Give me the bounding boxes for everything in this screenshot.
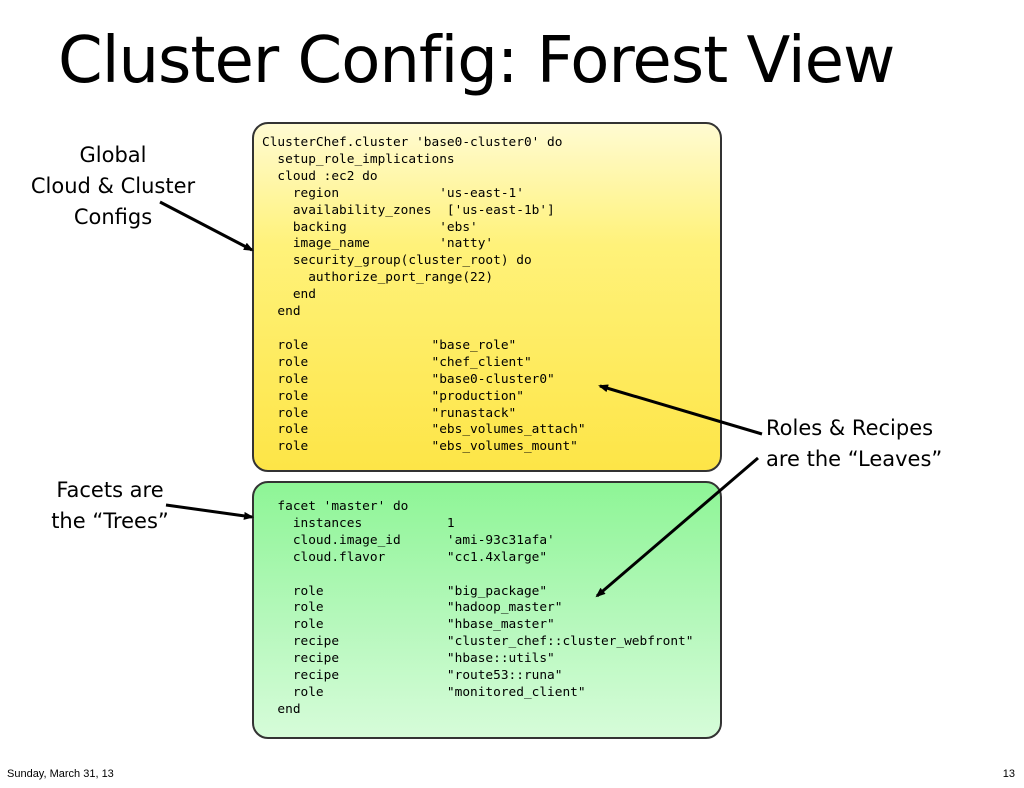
arrow-facets-to-facet: [165, 503, 254, 520]
facets-label-line-2: the “Trees”: [51, 509, 169, 533]
global-label-line-2: Cloud & Cluster: [30, 174, 196, 198]
global-label-line-3: Configs: [73, 205, 153, 229]
cluster-config-box: ClusterChef.cluster 'base0-cluster0' do …: [252, 122, 722, 472]
footer-date: Sunday, March 31, 13: [7, 768, 114, 780]
roles-leaves-label: Roles & Recipes are the “Leaves”: [766, 413, 942, 475]
footer-page-number: 13: [1002, 768, 1015, 780]
cluster-code-block: ClusterChef.cluster 'base0-cluster0' do …: [262, 135, 586, 455]
arrow-leaves-to-facet-roles: [595, 456, 759, 598]
arrow-roles-to-cluster-roles: [598, 384, 763, 436]
global-configs-label: Global Cloud & Cluster Configs: [18, 140, 208, 233]
roles-label-line-1: Roles & Recipes: [766, 416, 934, 440]
facets-label-line-1: Facets are: [56, 478, 164, 502]
global-label-line-1: Global: [79, 143, 147, 167]
facet-code-block: facet 'master' do instances 1 cloud.imag…: [277, 499, 694, 717]
arrow-global-to-cluster: [159, 200, 254, 252]
facets-trees-label: Facets are the “Trees”: [40, 475, 180, 537]
facet-config-box: facet 'master' do instances 1 cloud.imag…: [252, 481, 722, 739]
roles-label-line-2: are the “Leaves”: [766, 447, 943, 471]
slide-title: Cluster Config: Forest View: [58, 24, 895, 98]
